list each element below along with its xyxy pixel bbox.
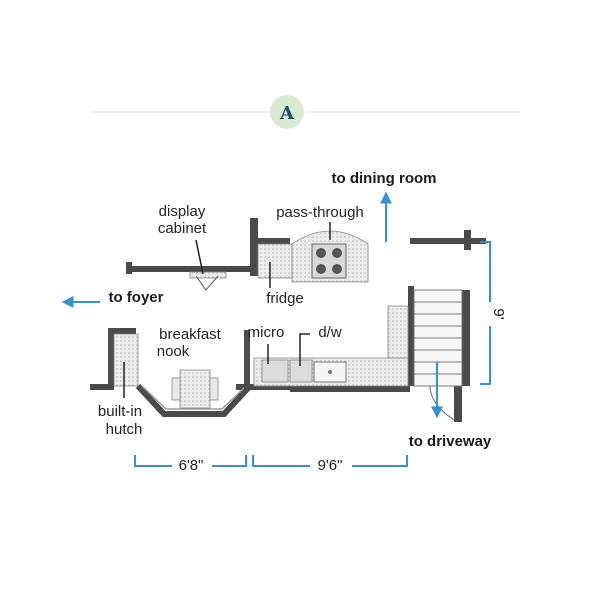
wall-nook-right: [244, 330, 250, 390]
label-built-in: built-in: [98, 403, 142, 420]
table: [179, 369, 211, 409]
bay-window: [135, 383, 253, 417]
fridge-box: [257, 243, 293, 279]
leader-lines: [123, 222, 331, 398]
label-breakfast: breakfast: [159, 326, 222, 343]
wall-upper-left-cap: [126, 262, 132, 274]
dim-kitchen-depth: 9': [490, 308, 507, 319]
leader-display-cabinet: [195, 239, 204, 275]
wall-nook-left: [108, 328, 114, 388]
dishwasher: [289, 359, 313, 383]
direction-arrows: [61, 191, 443, 419]
chair-left: [171, 377, 181, 401]
door-swing: [429, 385, 455, 421]
wall-upper-right-post: [464, 230, 471, 250]
wall-right-top: [462, 290, 470, 386]
burner-4: [332, 264, 342, 274]
fixtures: [113, 230, 463, 421]
label-hutch: hutch: [106, 421, 143, 438]
label-fridge: fridge: [266, 290, 304, 307]
label-to-dining-room: to dining room: [332, 170, 437, 187]
wall-lower-mid: [236, 384, 292, 390]
label-to-foyer: to foyer: [108, 289, 163, 306]
hutch: [113, 333, 139, 387]
wall-upper-left: [126, 266, 250, 272]
dim-nook-width: 6'8": [179, 457, 204, 474]
label-nook: nook: [157, 343, 190, 360]
burner-2: [332, 248, 342, 258]
burner-1: [316, 248, 326, 258]
dim-kitchen-width: 9'6": [318, 457, 343, 474]
burner-3: [316, 264, 326, 274]
display-cabinet-door: [195, 275, 219, 291]
leader-dw: [299, 333, 310, 366]
walls: [90, 218, 486, 422]
display-cabinet: [189, 271, 227, 279]
bay-window-inner: [141, 385, 247, 410]
wall-fridge-side: [250, 218, 258, 276]
wall-lower-right: [290, 386, 410, 392]
label-micro: micro: [248, 324, 285, 341]
label-dw: d/w: [318, 324, 342, 341]
label-display: display: [159, 203, 206, 220]
wall-nook-left-top: [108, 328, 136, 334]
sink-drain: [328, 370, 332, 374]
label-pass-through: pass-through: [276, 204, 364, 221]
plan-badge-letter: A: [279, 103, 295, 124]
cooktop: [311, 243, 347, 279]
wall-right-inner: [408, 286, 414, 386]
wall-lower-left: [90, 384, 114, 390]
plan-badge: [270, 95, 304, 129]
label-to-driveway: to driveway: [409, 433, 492, 450]
label-cabinet: cabinet: [158, 220, 207, 237]
right-counter: [387, 305, 409, 359]
wall-upper-right: [410, 238, 486, 244]
microwave: [261, 359, 289, 383]
wall-right-bottom: [454, 386, 462, 422]
wall-fridge-top: [250, 238, 290, 244]
chair-right: [209, 377, 219, 401]
